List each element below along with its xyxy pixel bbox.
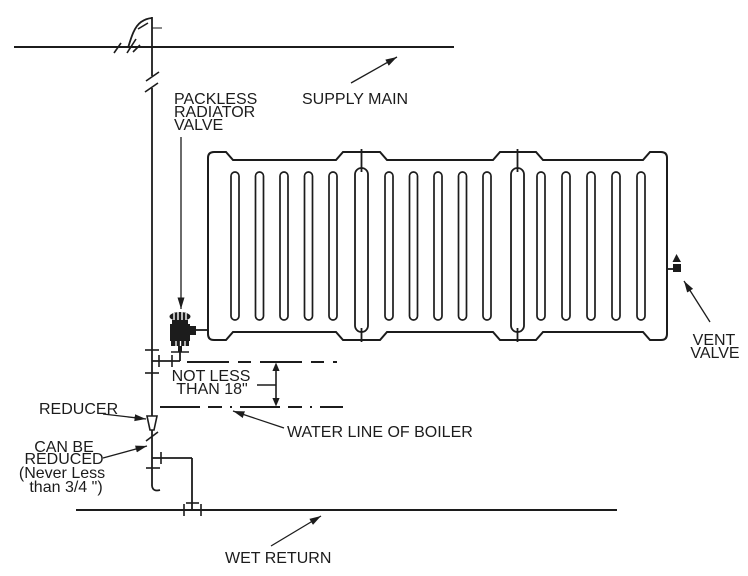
vent-valve-body	[673, 264, 681, 272]
reducer-label: REDUCER	[39, 401, 118, 418]
reducer-symbol	[146, 415, 158, 431]
pipe-break-slash	[145, 71, 160, 82]
packless-valve-label-line1: PACKLESS	[174, 91, 257, 108]
dimension-arrow-up	[272, 362, 280, 371]
valve-tail-nipple	[178, 346, 182, 352]
takeoff-gooseneck	[127, 17, 153, 49]
pipe-end-hook	[151, 485, 161, 492]
can-be-reduced-label-line4: than 3/4 ")	[29, 479, 102, 496]
radiator-tube	[611, 171, 621, 321]
reduced-drop-pipe	[145, 415, 202, 516]
radiator-tube	[408, 171, 419, 321]
fitting-slash	[113, 42, 122, 54]
labels: PACKLESS RADIATOR VALVE SUPPLY MAIN VENT…	[19, 91, 740, 567]
vent-valve-label-line2: VALVE	[690, 345, 739, 362]
radiator-tube	[230, 171, 240, 321]
radiator-tube	[328, 171, 338, 321]
wet-return-leader-arrow	[270, 515, 322, 547]
can-be-reduced-label-line3: (Never Less	[19, 465, 105, 482]
radiator	[207, 149, 668, 342]
vent-valve	[667, 254, 681, 272]
packless-valve-label-line2: RADIATOR	[174, 104, 255, 121]
radiator-tube	[636, 171, 646, 321]
fitting-slash	[126, 38, 137, 54]
valve-handwheel	[169, 312, 191, 321]
radiator-tube	[433, 171, 443, 321]
can-be-reduced-label-line1: CAN BE	[34, 439, 94, 456]
vent-valve-cap	[672, 254, 681, 262]
min-height-label-line2: THAN 18"	[176, 381, 247, 398]
radiator-tube	[482, 171, 492, 321]
radiator-tube	[536, 171, 546, 321]
vent-valve-leader-arrow	[683, 280, 711, 323]
can-be-reduced-leader-arrow	[102, 445, 148, 459]
wet-return-label: WET RETURN	[225, 550, 331, 567]
min-height-label-line1: NOT LESS	[172, 368, 251, 385]
packless-valve-label-line3: VALVE	[174, 117, 223, 134]
dimension-arrow-down	[272, 398, 280, 407]
can-be-reduced-label-line2: REDUCED	[24, 451, 103, 468]
packless-radiator-valve	[169, 312, 208, 353]
valve-bonnet	[172, 320, 188, 324]
radiator-outline	[207, 151, 668, 341]
radiator-tube	[384, 171, 394, 321]
radiator-riser-pipe	[144, 17, 160, 416]
dimension-18in	[257, 362, 280, 407]
water-line-label: WATER LINE OF BOILER	[287, 424, 473, 441]
supply-main-leader-arrow	[350, 56, 398, 84]
riser-takeoff-detail	[113, 17, 162, 54]
radiator-tube	[303, 171, 314, 321]
radiator-tube	[457, 171, 468, 321]
vent-valve-label-line1: VENT	[693, 332, 736, 349]
valve-outlet-nub	[189, 326, 196, 335]
supply-main-label: SUPPLY MAIN	[302, 91, 408, 108]
radiator-tube	[254, 171, 265, 321]
reducer-leader-arrow	[102, 413, 147, 422]
fitting-slash	[137, 22, 149, 30]
radiator-tube	[561, 171, 571, 321]
section-joint-column	[354, 167, 369, 333]
section-joint-column	[510, 167, 525, 333]
valve-body	[170, 324, 190, 341]
radiator-tube	[586, 171, 596, 321]
pipe-break-slash	[144, 82, 159, 93]
water-line-leader-arrow	[232, 410, 285, 429]
radiator-tube	[279, 171, 289, 321]
fitting-slash	[132, 44, 141, 53]
